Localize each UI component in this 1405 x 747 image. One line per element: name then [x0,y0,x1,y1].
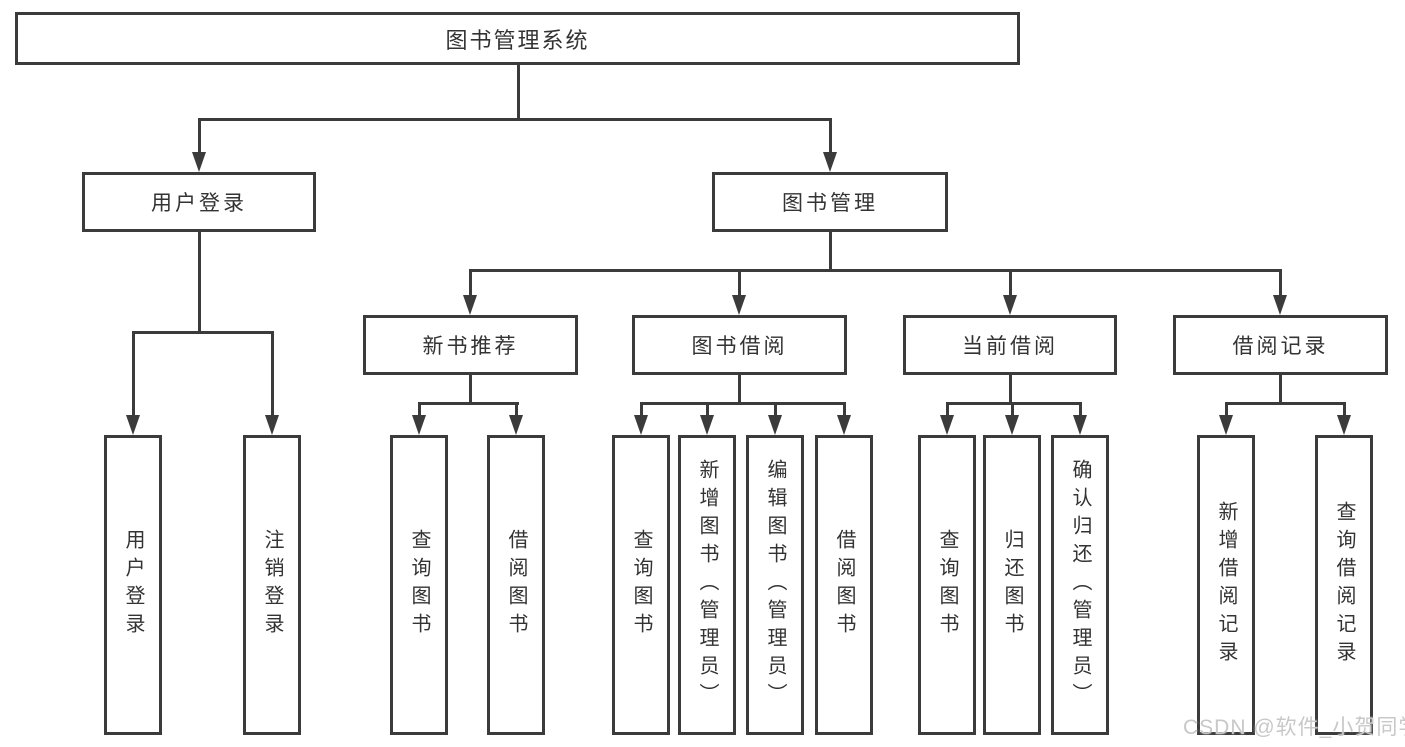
node-user-login: 用户登录 [82,172,316,232]
arrow-edit-books-admin [768,415,782,435]
leaf-logout: 注销登录 [243,435,301,735]
connector-drop-user-login [198,118,201,154]
arrow-query-books-borrow [634,415,648,435]
connector-root-stem [517,65,520,120]
connector-book-management-stem [829,232,832,272]
leaf-query-books-borrow: 查询图书 [612,435,670,735]
leaf-query-books-current: 查询图书 [918,435,976,735]
connector-borrowing-records-stem [1279,375,1282,405]
connector-drop-query-books-borrow [640,402,643,416]
connector-drop-leaf-user-login [132,331,135,416]
arrow-query-borrow-record [1337,415,1351,435]
arrow-query-books-current [940,415,954,435]
arrow-book-borrowing [732,295,746,315]
arrow-leaf-user-login [126,415,140,435]
node-label-borrowing-records: 借阅记录 [1232,335,1329,358]
connector-drop-borrow-books [843,402,846,416]
arrow-borrowing-records [1273,295,1287,315]
leaf-return-books: 归还图书 [983,435,1041,735]
node-label-new-book-recommendation: 新书推荐 [422,335,519,358]
connector-drop-query-borrow-record [1343,402,1346,416]
leaf-edit-books-admin: 编辑图书（管理员） [746,435,804,735]
connector-drop-book-management [829,118,832,154]
arrow-add-borrow-record [1219,415,1233,435]
leaf-label-query-books-borrow: 查询图书 [630,529,652,641]
connector-drop-new-book-recommendation [469,269,472,296]
leaf-add-books-admin: 新增图书（管理员） [678,435,736,735]
connector-user-login-branch [132,331,274,334]
arrow-add-books-admin [700,415,714,435]
connector-user-login-stem [198,232,201,334]
arrow-current-borrowing [1003,295,1017,315]
connector-book-borrowing-stem [738,375,741,405]
connector-new-book-rec-stem [469,375,472,405]
connector-borrowing-records-branch [1225,402,1345,405]
csdn-watermark: CSDN @软件_小贺同学 [1183,716,1405,739]
connector-drop-edit-books-admin [774,402,777,416]
leaf-label-return-books: 归还图书 [1001,529,1023,641]
leaf-query-borrow-record: 查询借阅记录 [1315,435,1373,735]
arrow-borrow-books-recommend [509,415,523,435]
arrow-book-management [823,152,837,172]
arrow-borrow-books [837,415,851,435]
node-label-book-borrowing: 图书借阅 [691,335,788,358]
connector-drop-add-books-admin [706,402,709,416]
node-library-management-system: 图书管理系统 [15,12,1020,65]
leaf-add-borrow-record: 新增借阅记录 [1197,435,1255,735]
connector-book-borrowing-branch [640,402,846,405]
arrow-leaf-logout [265,415,279,435]
leaf-label-query-books-recommend: 查询图书 [408,529,430,641]
connector-drop-query-books-current [946,402,949,416]
arrow-return-books [1005,415,1019,435]
connector-root-branch [198,118,831,121]
node-label-root: 图书管理系统 [445,27,590,53]
node-label-user-login: 用户登录 [151,192,247,215]
leaf-borrow-books-recommend: 借阅图书 [487,435,545,735]
connector-drop-book-borrowing [738,269,741,296]
node-label-current-borrowing: 当前借阅 [962,335,1058,358]
node-current-borrowing: 当前借阅 [903,315,1117,375]
connector-drop-confirm-return-admin [1079,402,1082,416]
leaf-label-edit-books-admin: 编辑图书（管理员） [764,459,786,711]
leaf-label-borrow-books: 借阅图书 [833,529,855,641]
connector-drop-borrowing-records [1279,269,1282,296]
node-label-book-management: 图书管理 [782,192,878,215]
node-book-management: 图书管理 [712,172,948,232]
leaf-label-add-books-admin: 新增图书（管理员） [696,459,718,711]
leaf-label-query-borrow-record: 查询借阅记录 [1333,501,1355,669]
arrow-user-login [192,152,206,172]
leaf-label-user-login: 用户登录 [122,529,144,641]
connector-new-book-rec-branch [418,402,519,405]
arrow-confirm-return-admin [1073,415,1087,435]
leaf-label-confirm-return-admin: 确认归还（管理员） [1069,459,1091,711]
node-borrowing-records: 借阅记录 [1173,315,1388,375]
connector-current-borrowing-stem [1009,375,1012,405]
leaf-label-borrow-books-recommend: 借阅图书 [505,529,527,641]
leaf-label-add-borrow-record: 新增借阅记录 [1215,501,1237,669]
connector-drop-query-books-recommend [418,402,421,416]
node-book-borrowing: 图书借阅 [632,315,847,375]
connector-drop-leaf-logout [271,331,274,416]
arrow-query-books-recommend [412,415,426,435]
leaf-user-login: 用户登录 [104,435,162,735]
leaf-query-books-recommend: 查询图书 [390,435,448,735]
connector-drop-current-borrowing [1009,269,1012,296]
node-new-book-recommendation: 新书推荐 [363,315,578,375]
leaf-label-logout: 注销登录 [261,529,283,641]
arrow-new-book-recommendation [463,295,477,315]
leaf-label-query-books-current: 查询图书 [936,529,958,641]
connector-drop-borrow-books-recommend [515,402,518,416]
connector-drop-add-borrow-record [1225,402,1228,416]
connector-book-management-branch [469,269,1282,272]
connector-drop-return-books [1011,402,1014,416]
leaf-borrow-books: 借阅图书 [815,435,873,735]
leaf-confirm-return-admin: 确认归还（管理员） [1051,435,1109,735]
